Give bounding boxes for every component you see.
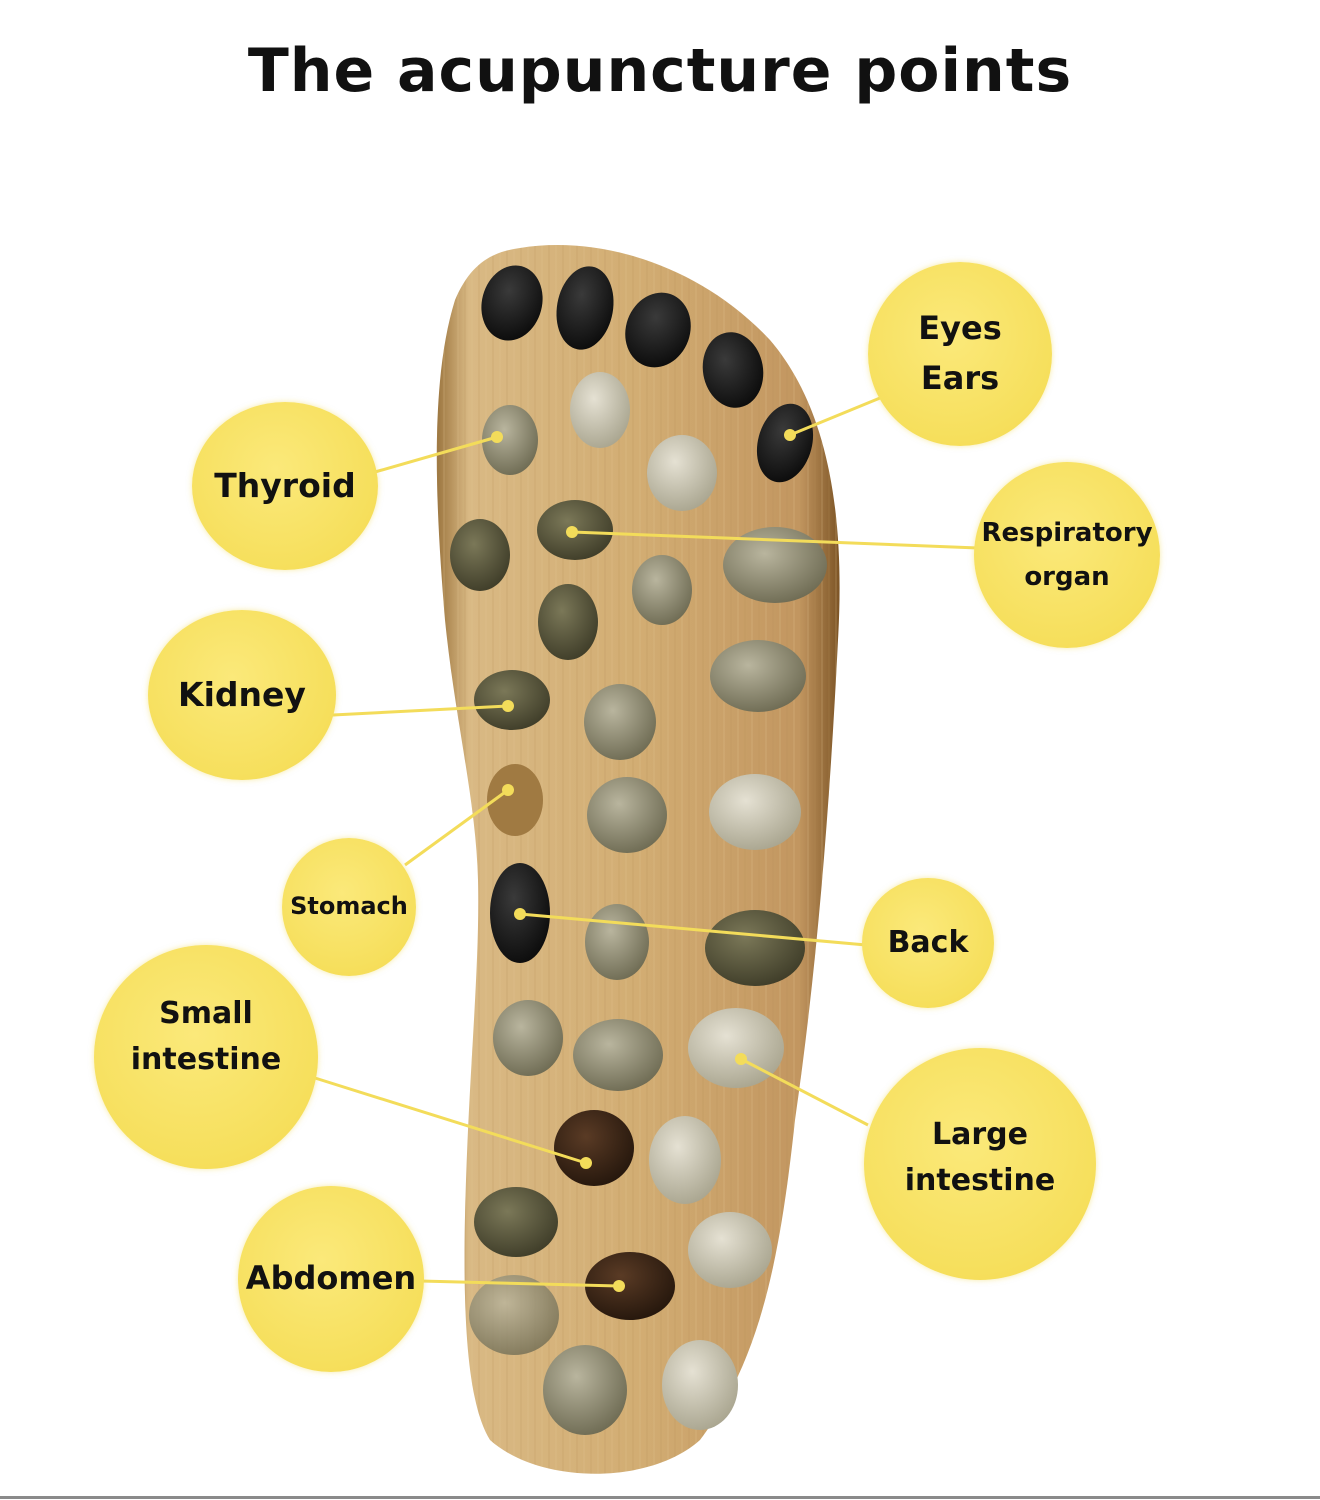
bottom-border: [0, 1496, 1320, 1499]
label-text: Thyroid: [214, 466, 356, 506]
label-text: Ears: [920, 359, 1000, 397]
leader-lines: [314, 396, 979, 1292]
label-text: Large: [932, 1116, 1028, 1152]
label-text: Eyes: [918, 309, 1002, 348]
label-text: Stomach: [290, 892, 408, 921]
label-back: Back: [862, 878, 994, 1008]
label-text: Small: [159, 995, 253, 1031]
label-large-intestine: Large intestine: [864, 1048, 1096, 1280]
label-text: Respiratory: [981, 517, 1153, 548]
label-respiratory-organ: Respiratory organ: [974, 462, 1160, 648]
label-text: Back: [887, 924, 969, 960]
label-text: Abdomen: [245, 1259, 417, 1298]
stones: [450, 265, 827, 1435]
label-abdomen: Abdomen: [238, 1186, 424, 1372]
label-eyes-ears: Eyes Ears: [868, 262, 1052, 446]
label-text: organ: [1024, 562, 1110, 592]
label-text: Kidney: [178, 675, 306, 715]
label-text: intestine: [904, 1163, 1056, 1198]
page-title: The acupuncture points: [247, 36, 1073, 106]
label-small-intestine: Small intestine: [94, 945, 318, 1169]
label-kidney: Kidney: [148, 610, 336, 780]
label-text: intestine: [130, 1042, 282, 1077]
label-stomach: Stomach: [282, 838, 416, 976]
label-thyroid: Thyroid: [192, 402, 378, 570]
